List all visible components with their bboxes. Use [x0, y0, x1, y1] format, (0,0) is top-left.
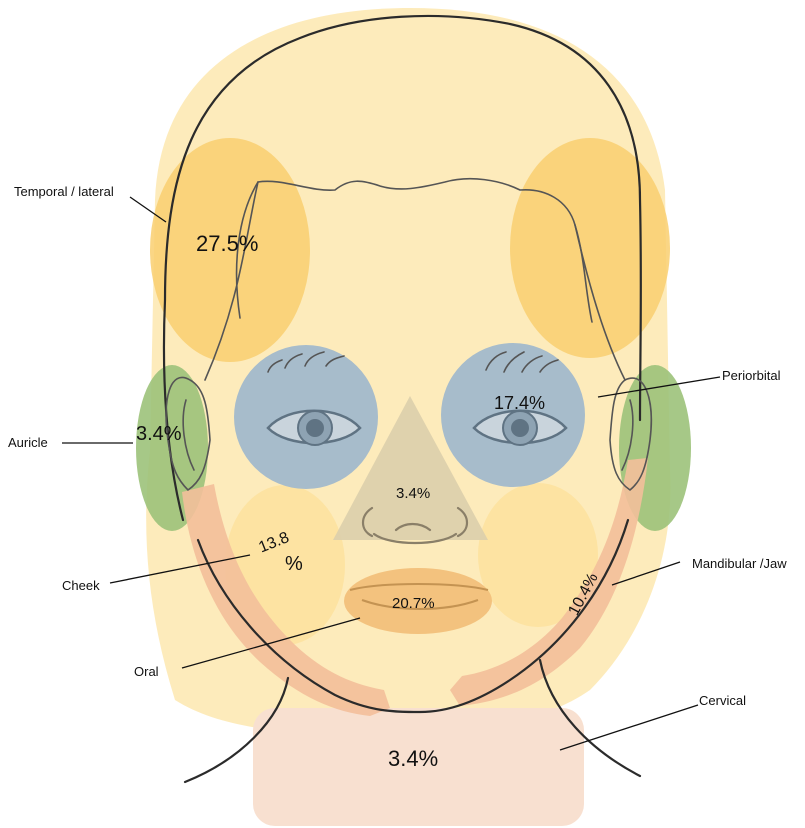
percent-auricle: 3.4% — [136, 423, 182, 445]
percent-cheek-sign: % — [285, 553, 303, 575]
label-cervical: Cervical — [699, 693, 746, 708]
temporal-region-right — [510, 138, 670, 358]
label-temporal: Temporal / lateral — [14, 184, 114, 199]
percent-periorbital: 17.4% — [494, 393, 545, 413]
label-mandibular: Mandibular /Jaw — [692, 556, 787, 571]
label-cheek: Cheek — [62, 578, 100, 593]
label-oral: Oral — [134, 664, 159, 679]
percent-cervical: 3.4% — [388, 746, 438, 771]
percent-nasal: 3.4% — [396, 485, 430, 502]
label-auricle: Auricle — [8, 435, 48, 450]
label-periorbital: Periorbital — [722, 368, 781, 383]
percent-temporal: 27.5% — [196, 231, 258, 256]
percent-oral: 20.7% — [392, 595, 435, 612]
